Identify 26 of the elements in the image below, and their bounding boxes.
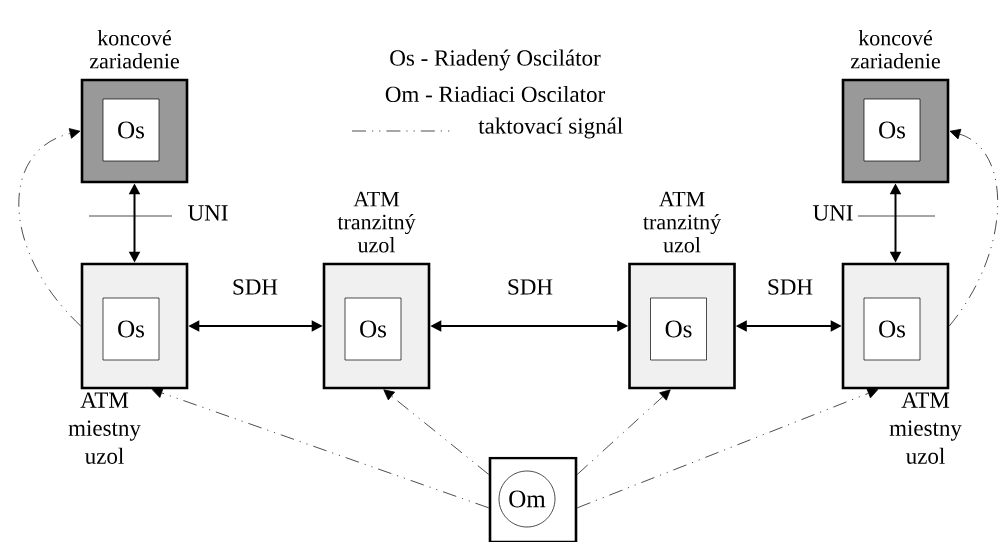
oscillator-box: Os	[863, 98, 921, 162]
oscillator-box: Os	[344, 297, 402, 361]
edge-label: SDH	[508, 279, 553, 295]
oscillator-box: Os	[102, 98, 160, 162]
oscillator-box: Os	[650, 297, 707, 361]
legend-text: taktovací signál	[478, 117, 623, 139]
edge-label: SDH	[233, 279, 278, 295]
edge-label: UNI	[188, 205, 228, 221]
node-label: ATM tranzitný uzol	[643, 191, 722, 253]
edge-label: UNI	[813, 205, 853, 221]
clock-signal-line	[151, 387, 490, 509]
oscillator-box: Os	[863, 297, 921, 361]
node-label: ATM miestny uzol	[68, 392, 141, 464]
legend-note: Os - Riadený Oscilátor	[390, 49, 601, 71]
node-label: ATM tranzitný uzol	[337, 191, 416, 253]
node-label: koncové zariadenie	[89, 29, 179, 69]
clock-signal-line	[18, 128, 82, 327]
clock-signal-line	[948, 128, 998, 327]
legend-note: Om - Riadiaci Oscilator	[385, 85, 605, 103]
oscillator-box: Os	[102, 297, 160, 361]
clock-signal-line	[576, 389, 671, 475]
clock-signal-line	[383, 389, 490, 475]
clock-signal-line	[576, 388, 879, 509]
node-label: koncové zariadenie	[850, 29, 940, 69]
node-label: ATM miestny uzol	[889, 392, 962, 464]
edge-label: SDH	[768, 279, 813, 295]
